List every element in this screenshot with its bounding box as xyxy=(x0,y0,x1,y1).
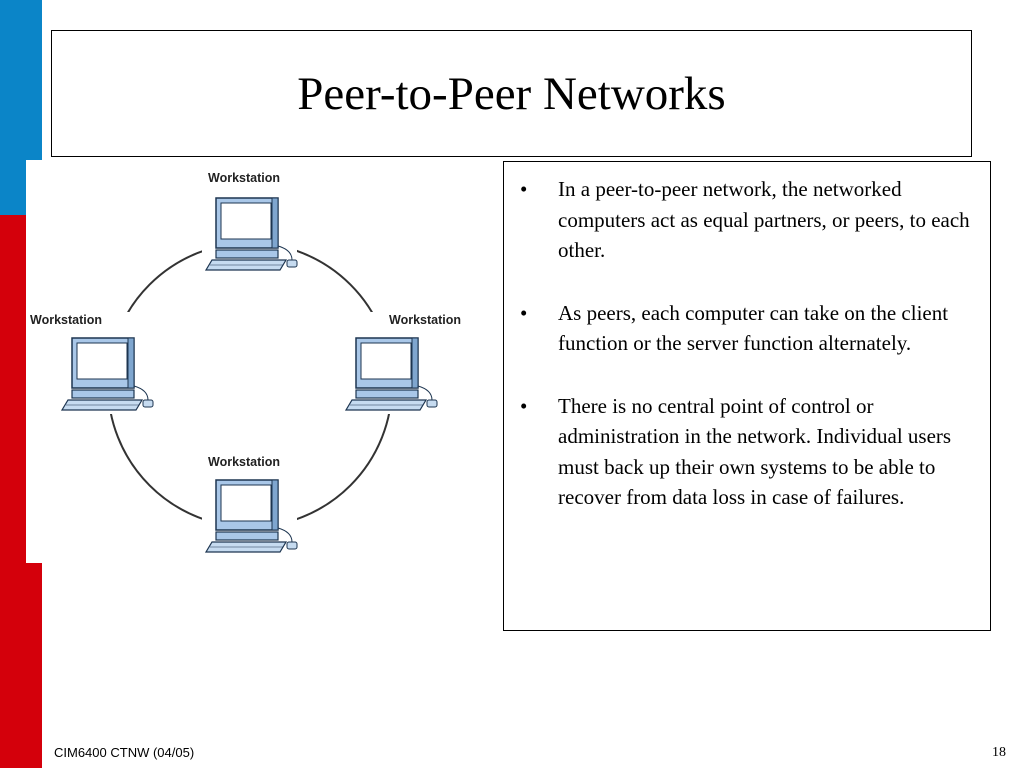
workstation-label: Workstation xyxy=(208,455,280,469)
network-diagram: Workstation Workstation Workstation Work… xyxy=(28,171,474,561)
workstation-label: Workstation xyxy=(389,313,461,327)
bullet-text: In a peer-to-peer network, the networked… xyxy=(558,177,970,262)
bullet-dot: • xyxy=(520,300,528,325)
workstation-right: Workstation xyxy=(345,312,474,414)
workstation-left: Workstation xyxy=(28,312,154,414)
accent-bar-blue-lower xyxy=(0,160,26,215)
bullet-item: • There is no central point of control o… xyxy=(514,391,982,513)
bullet-list: • In a peer-to-peer network, the network… xyxy=(503,161,991,631)
bullet-text: As peers, each computer can take on the … xyxy=(558,300,949,356)
bullet-text: There is no central point of control or … xyxy=(558,393,952,510)
workstation-label: Workstation xyxy=(30,313,102,327)
bullet-item: • In a peer-to-peer network, the network… xyxy=(514,174,982,266)
bullet-item: • As peers, each computer can take on th… xyxy=(514,298,982,359)
title-box: Peer-to-Peer Networks xyxy=(51,30,972,157)
workstation-top: Workstation xyxy=(202,171,298,281)
bullet-dot: • xyxy=(520,393,528,418)
workstation-bottom: Workstation xyxy=(202,453,298,561)
page-number: 18 xyxy=(992,745,1006,760)
slide-title: Peer-to-Peer Networks xyxy=(297,68,726,120)
workstation-label: Workstation xyxy=(208,171,280,185)
accent-bar-blue xyxy=(0,0,42,160)
footer-course-code: CIM6400 CTNW (04/05) xyxy=(54,745,195,760)
bullet-dot: • xyxy=(520,177,528,201)
